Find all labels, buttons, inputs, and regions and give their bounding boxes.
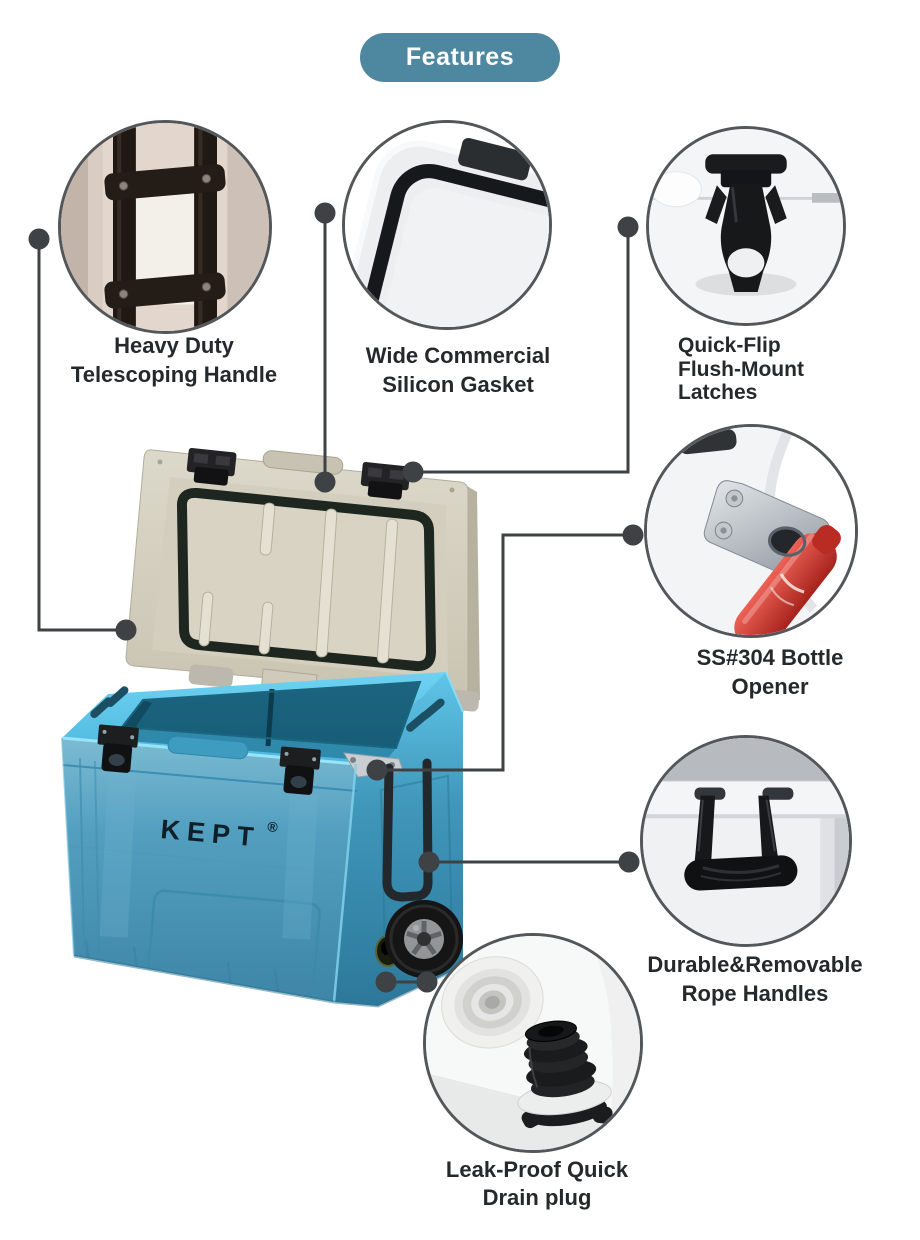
side-telescoping-handle (382, 758, 433, 902)
feature-image-silicon-gasket (342, 120, 552, 330)
connector-latches (413, 227, 630, 474)
feature-label-line: Rope Handles (681, 981, 829, 1006)
red-bottle (734, 525, 841, 635)
feature-image-rope-handle (640, 735, 852, 947)
feature-label-line: Opener (731, 674, 809, 699)
feature-label-line: Drain plug (482, 1185, 592, 1210)
feature-label-bottle-opener: SS#304 Bottle Opener (620, 643, 920, 701)
feature-image-flush-mount-latch (646, 126, 846, 326)
feature-label-line: Silicon Gasket (382, 372, 534, 397)
threaded-drain-hole (441, 956, 544, 1049)
feature-label-line: Wide Commercial (365, 343, 551, 368)
body-latch-left (97, 724, 139, 773)
registered-mark: ® (267, 818, 279, 835)
feature-label-drain-plug: Leak-Proof Quick Drain plug (387, 1156, 687, 1212)
feature-label-line: Leak-Proof Quick (445, 1157, 629, 1182)
features-badge: Features (360, 33, 560, 82)
body-latch-right (279, 746, 321, 795)
connector-dots (28, 202, 644, 993)
rim-grip-slots (90, 686, 445, 732)
features-badge-label: Features (405, 43, 515, 71)
wheel (385, 900, 463, 978)
cooler-lid (125, 447, 480, 712)
feature-label-telescoping-handle: Heavy Duty Telescoping Handle (24, 331, 324, 389)
feature-label-line: Heavy Duty (114, 333, 234, 358)
rope-strap (684, 795, 798, 891)
connector-opener (377, 533, 633, 772)
lid-latch-right (360, 461, 411, 500)
cooler-body: KEPT ® (61, 671, 464, 1008)
feature-label-rope-handles: Durable&Removable Rope Handles (605, 950, 905, 1008)
feature-image-telescoping-handle (58, 120, 272, 334)
drain-plug-part (517, 1020, 613, 1129)
feature-label-line: Quick-Flip (678, 334, 781, 357)
feature-image-drain-plug (423, 933, 643, 1153)
feature-image-bottle-opener (644, 424, 858, 638)
lid-handle-slot (262, 450, 344, 475)
lid-latch-left (186, 447, 237, 486)
feature-label-silicon-gasket: Wide Commercial Silicon Gasket (308, 341, 608, 399)
lid-gasket (176, 487, 436, 672)
feature-label-line: Durable&Removable (647, 952, 863, 977)
feature-label-line: Latches (678, 381, 758, 404)
latch-shape (705, 154, 787, 292)
feature-label-flush-mount-latches: Quick-Flip Flush-Mount Latches (678, 334, 908, 405)
interior-divider (265, 688, 275, 747)
lid-ridges (198, 502, 399, 664)
feature-label-line: Flush-Mount (678, 357, 804, 381)
front-moldings (69, 757, 346, 1002)
connector-handle (37, 239, 126, 632)
feature-label-line: Telescoping Handle (70, 362, 278, 387)
feature-label-line: SS#304 Bottle (696, 645, 844, 670)
